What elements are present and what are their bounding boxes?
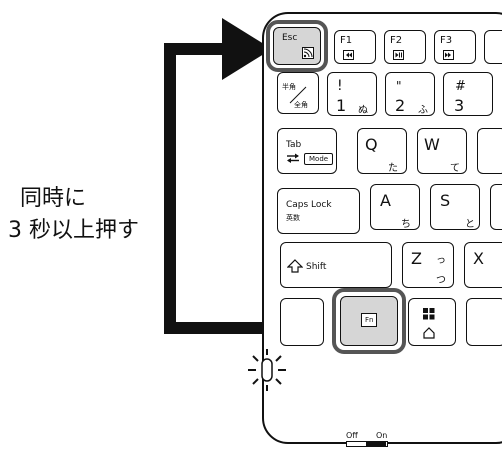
power-switch-knob — [366, 441, 386, 447]
tab-key[interactable]: Tab Mode — [277, 128, 337, 174]
led-indicator — [248, 349, 286, 391]
key-3[interactable]: # 3 — [443, 72, 493, 116]
shift-arrow-icon — [287, 259, 303, 273]
zenkaku-label: 全角 — [294, 101, 308, 109]
key-q-letter: Q — [365, 135, 378, 154]
key-z[interactable]: Z っ つ — [402, 242, 454, 288]
key-1-symbol: ! — [337, 78, 343, 94]
key-x[interactable]: X — [464, 242, 502, 288]
key-z-kana-top: っ — [436, 255, 446, 266]
key-1-kana: ぬ — [358, 105, 368, 116]
alt-key-partial[interactable] — [466, 298, 502, 346]
f3-key-label: F3 — [440, 35, 453, 46]
key-s-letter: S — [440, 191, 451, 210]
slash-icon — [289, 86, 307, 104]
next-track-icon — [443, 50, 454, 60]
key-a-letter: A — [380, 191, 391, 210]
key-1[interactable]: ! 1 ぬ — [327, 72, 377, 116]
key-3-digit: 3 — [454, 96, 465, 115]
arrow-bracket-line — [164, 43, 264, 334]
switch-on-label: On — [376, 431, 388, 440]
fn-key[interactable]: Fn — [340, 296, 398, 346]
key-q-kana: た — [388, 163, 398, 174]
f4-key-partial[interactable] — [484, 30, 502, 64]
key-a[interactable]: A ち — [370, 184, 420, 230]
tab-key-label: Tab — [286, 140, 302, 150]
key-z-letter: Z — [411, 249, 422, 268]
hankaku-zenkaku-key[interactable]: 半角 全角 — [277, 72, 319, 114]
ctrl-key-partial[interactable] — [280, 298, 324, 346]
key-d-partial[interactable] — [490, 184, 502, 230]
home-icon — [423, 327, 435, 339]
key-z-kana-bottom: つ — [436, 275, 446, 286]
shift-key[interactable]: Shift — [280, 242, 392, 288]
switch-off-label: Off — [346, 431, 358, 440]
key-s-kana: と — [465, 219, 475, 230]
key-a-kana: ち — [401, 219, 411, 230]
key-2-kana: ふ — [418, 105, 428, 116]
f2-key-label: F2 — [390, 35, 403, 46]
wireless-icon — [302, 47, 314, 59]
windows-key[interactable] — [408, 298, 456, 346]
hankaku-label: 半角 — [282, 83, 296, 91]
key-w-letter: W — [424, 135, 440, 154]
f2-key[interactable]: F2 — [384, 30, 426, 64]
key-w-kana: て — [450, 163, 460, 174]
key-q[interactable]: Q た — [357, 128, 407, 174]
play-pause-icon — [393, 50, 404, 60]
key-2-symbol: " — [396, 79, 402, 93]
esc-key-highlight — [266, 20, 328, 72]
previous-track-icon — [343, 50, 354, 60]
fn-key-highlight — [332, 288, 406, 354]
key-x-letter: X — [473, 249, 484, 268]
mode-badge: Mode — [304, 153, 334, 165]
esc-key-label: Esc — [282, 33, 298, 43]
f1-key[interactable]: F1 — [334, 30, 376, 64]
esc-key[interactable]: Esc — [273, 27, 321, 65]
key-2-digit: 2 — [395, 96, 406, 115]
instruction-line-2: 3 秒以上押す — [8, 218, 139, 243]
shift-key-label: Shift — [306, 262, 327, 272]
key-1-digit: 1 — [336, 96, 347, 115]
caps-lock-label: Caps Lock — [286, 200, 332, 210]
key-w[interactable]: W て — [417, 128, 467, 174]
instruction-line-1: 同時に — [20, 186, 87, 211]
fn-key-label: Fn — [361, 313, 378, 327]
key-s[interactable]: S と — [430, 184, 480, 230]
eisuu-label: 英数 — [286, 214, 300, 222]
f1-key-label: F1 — [340, 35, 353, 46]
f3-key[interactable]: F3 — [434, 30, 476, 64]
windows-logo-icon — [423, 308, 435, 320]
arrow-head-top — [222, 18, 272, 80]
key-e-partial[interactable] — [477, 128, 502, 174]
key-2[interactable]: " 2 ふ — [385, 72, 435, 116]
caps-lock-key[interactable]: Caps Lock 英数 — [277, 188, 360, 234]
key-3-symbol: # — [455, 79, 466, 94]
tab-arrows-icon — [287, 153, 299, 163]
